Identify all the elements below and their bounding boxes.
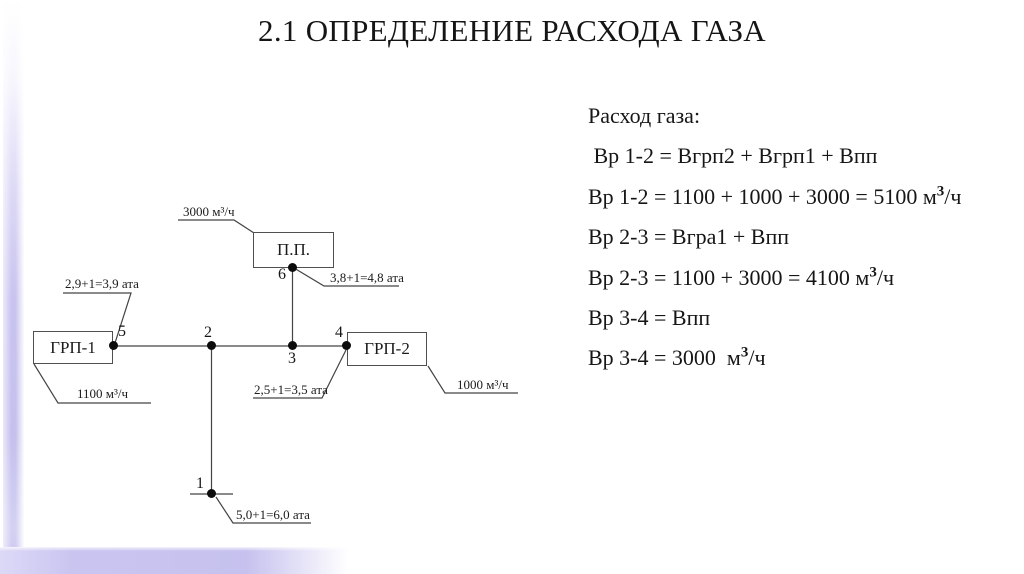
leader-node1-pressure xyxy=(215,496,311,524)
left-gradient-stripe xyxy=(3,0,24,574)
grp2-box: ГРП-2 xyxy=(347,332,427,366)
leader-grp2-flow xyxy=(427,365,518,394)
grp1-box: ГРП-1 xyxy=(33,331,113,364)
node-number-6: 6 xyxy=(278,266,286,283)
leader-node5-pressure xyxy=(63,292,132,344)
node-dot-5 xyxy=(109,341,118,350)
node-number-3: 3 xyxy=(288,350,296,367)
formula-text: Вр 1-2 = 1100 + 1000 + 3000 = 5100 м xyxy=(588,183,937,209)
formula-unit: /ч xyxy=(944,183,962,209)
node-dot-4 xyxy=(342,341,351,350)
pp-flow-label: 3000 м³/ч xyxy=(183,204,235,219)
formula-text: Вр 1-2 = Вгрп2 + Вгрп1 + Впп xyxy=(588,143,878,169)
leader-grp1-flow xyxy=(33,363,151,404)
node1-pressure-label: 5,0+1=6,0 ата xyxy=(236,507,310,522)
formula-text: Вр 2-3 = Вгра1 + Впп xyxy=(588,224,789,250)
grp2-flow-label: 1000 м³/ч xyxy=(457,377,509,392)
leader-node6-pressure xyxy=(293,267,399,287)
node4-pressure-label: 2,5+1=3,5 ата xyxy=(254,382,328,397)
formula-line-5: Вр 3-4 = Впп xyxy=(588,298,961,338)
superscript: 3 xyxy=(869,264,877,281)
formula-unit: /ч xyxy=(748,345,766,371)
node-dot-1 xyxy=(207,489,216,498)
node-number-1: 1 xyxy=(196,475,204,492)
formula-block: Расход газа: Вр 1-2 = Вгрп2 + Вгрп1 + Вп… xyxy=(588,96,961,379)
formula-line-2: Вр 1-2 = 1100 + 1000 + 3000 = 5100 м3/ч xyxy=(588,177,961,217)
node-dot-3 xyxy=(288,341,297,350)
node-number-2: 2 xyxy=(204,324,212,341)
node-number-4: 4 xyxy=(335,324,343,341)
slide-title: 2.1 ОПРЕДЕЛЕНИЕ РАСХОДА ГАЗА xyxy=(258,13,766,48)
formula-unit: /ч xyxy=(876,264,895,290)
superscript: 3 xyxy=(740,345,749,362)
formula-heading: Расход газа: xyxy=(588,103,701,128)
superscript: 3 xyxy=(936,183,945,200)
node5-pressure-label: 2,9+1=3,9 ата xyxy=(65,276,139,291)
leader-node4-pressure xyxy=(253,349,347,399)
formula-line-1: Вр 1-2 = Вгрп2 + Вгрп1 + Впп xyxy=(588,136,961,176)
bottom-gradient-stripe xyxy=(0,547,1024,574)
node-dot-2 xyxy=(207,341,216,350)
node-dot-6 xyxy=(288,263,297,272)
node6-pressure-label: 3,8+1=4,8 ата xyxy=(330,270,404,285)
pp-box: П.П. xyxy=(253,232,334,268)
node-number-5: 5 xyxy=(118,323,126,340)
formula-line-6: Вр 3-4 = 3000 м3/ч xyxy=(588,338,961,378)
formula-line-4: Вр 2-3 = 1100 + 3000 = 4100 м3/ч xyxy=(588,258,961,298)
formula-line-3: Вр 2-3 = Вгра1 + Впп xyxy=(588,217,961,257)
formula-text: Вр 3-4 = Впп xyxy=(588,304,711,330)
formula-text: Вр 3-4 = 3000 м xyxy=(588,345,741,371)
formula-text: Вр 2-3 = 1100 + 3000 = 4100 м xyxy=(588,264,870,290)
grp1-flow-label: 1100 м³/ч xyxy=(77,386,129,401)
leader-pp-flow xyxy=(178,219,255,234)
